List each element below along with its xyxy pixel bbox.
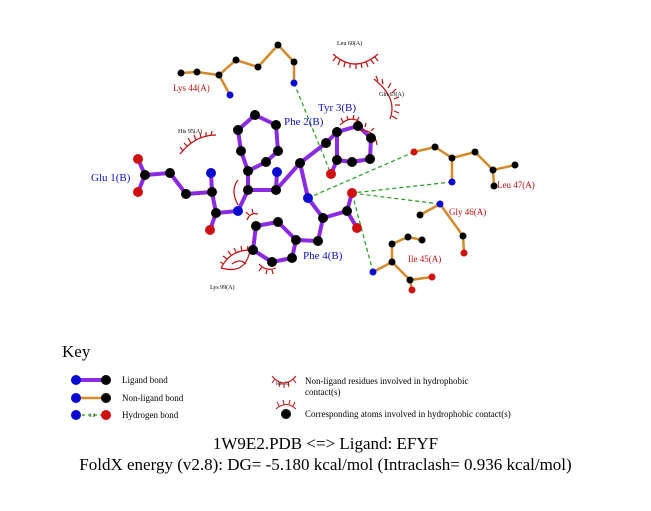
caption-energy: FoldX energy (v2.8): DG= -5.180 kcal/mol… <box>79 455 572 474</box>
label-glu1: Glu 1(B) <box>91 172 131 184</box>
label-leu60: Leu 60(A) <box>337 40 362 47</box>
caption-title: 1W9E2.PDB <=> Ligand: EFYF <box>212 434 439 453</box>
arc-lys99 <box>219 245 251 271</box>
key-hydrophobic-atoms-text: Corresponding atoms involved in hydropho… <box>305 409 511 419</box>
label-phe4: Phe 4(B) <box>303 250 343 262</box>
label-lys44: Lys 44(A) <box>173 83 210 93</box>
key-hydrogen-bond-label: Hydrogen bond <box>122 410 179 420</box>
label-gln63: Gln 63(A) <box>379 91 404 98</box>
hbond-gly46-a <box>351 181 453 194</box>
key-hydrogen-bond-symbol: 3.0 <box>71 410 111 420</box>
label-leu47: Leu 47(A) <box>497 180 535 190</box>
hydrophobic-arcs <box>179 53 400 275</box>
key-hydrophobic-residue-symbol <box>271 375 297 388</box>
key-hydrophobic-atom-symbol <box>275 399 297 419</box>
label-tyr3: Tyr 3(B) <box>318 102 356 114</box>
hydrogen-bonds <box>293 82 453 273</box>
hbond-leu47 <box>307 151 415 199</box>
key-hydrophobic-residue-text-2: contact(s) <box>305 387 341 397</box>
residue-labels: Glu 1(B) Phe 2(B) Tyr 3(B) Phe 4(B) Lys … <box>91 40 535 291</box>
label-phe2: Phe 2(B) <box>284 116 324 128</box>
label-ile45: Ile 45(A) <box>408 254 441 264</box>
key-hydrophobic-residue-label: His 53 <box>276 382 290 387</box>
label-gly46: Gly 46(A) <box>449 207 486 217</box>
arc-his95 <box>179 130 217 155</box>
hbond-lys44 <box>293 82 332 175</box>
atoms <box>133 41 519 294</box>
key-symbols: 3.0 His 53 <box>71 375 297 420</box>
key-non-ligand-bond-label: Non-ligand bond <box>122 393 184 403</box>
key-title: Key <box>62 342 91 361</box>
ligand-bonds <box>136 113 373 264</box>
hbond-gly46-b <box>351 192 441 205</box>
key-hydrophobic-residue-text-1: Non-ligand residues involved in hydropho… <box>305 376 469 386</box>
label-lys99: Lys 99(A) <box>210 284 235 291</box>
label-his95: His 95(A) <box>178 128 202 135</box>
key-ligand-bond-symbol <box>71 375 111 385</box>
arc-leu60 <box>332 53 379 69</box>
key-ligand-bond-label: Ligand bond <box>122 375 168 385</box>
arc-gln63 <box>373 75 400 120</box>
key-non-ligand-bond-symbol <box>71 393 111 403</box>
svg-text:3.0: 3.0 <box>89 414 96 419</box>
